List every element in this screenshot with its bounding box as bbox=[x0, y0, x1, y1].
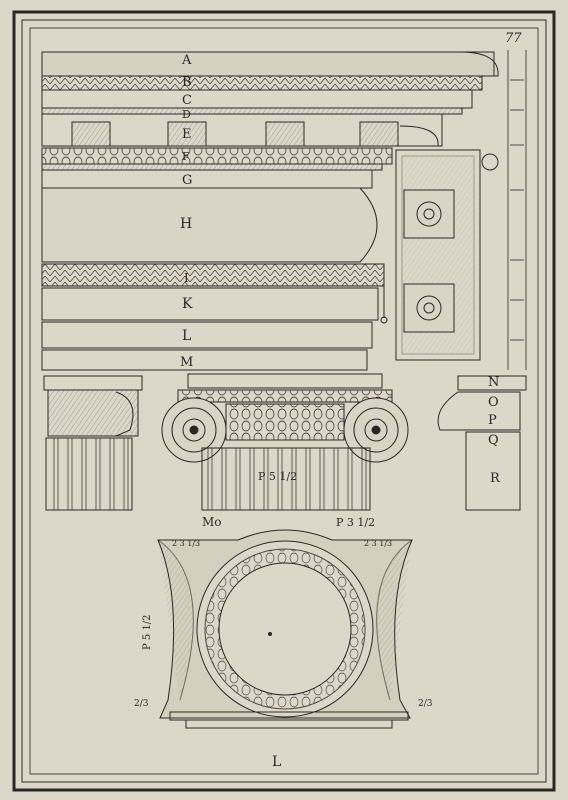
letter-p: P bbox=[488, 413, 497, 428]
letter-n: N bbox=[488, 375, 499, 390]
letter-o: O bbox=[488, 395, 499, 410]
soffit-panel bbox=[380, 149, 499, 361]
entablature-letters: A B C D E F G H I K L M bbox=[180, 53, 193, 370]
letter-i: I bbox=[184, 271, 189, 285]
letter-d: D bbox=[182, 108, 191, 121]
side-letters: N O P Q R bbox=[488, 375, 501, 486]
letter-a: A bbox=[181, 53, 192, 68]
letter-l: L bbox=[182, 328, 191, 344]
letter-b: B bbox=[182, 75, 192, 90]
plan-label-corner-left: 2 3 1/3 bbox=[172, 539, 200, 548]
plan-label-fraction-right: 2/3 bbox=[418, 699, 433, 709]
plan-labels: Mo P 3 1/2 2 3 1/3 2 3 1/3 P 5 1/2 2/3 2… bbox=[134, 515, 433, 770]
side-profile bbox=[507, 50, 527, 370]
letter-c: C bbox=[182, 93, 192, 108]
letter-e: E bbox=[182, 127, 192, 142]
plan-label-fraction-left: 2/3 bbox=[134, 699, 149, 709]
letter-f: F bbox=[182, 150, 190, 163]
letter-r: R bbox=[490, 471, 501, 486]
plate-border bbox=[12, 10, 556, 792]
letter-g: G bbox=[182, 173, 192, 188]
plan-label-side: P 5 1/2 bbox=[142, 614, 153, 650]
letter-q: Q bbox=[488, 433, 499, 448]
plan-label-corner-right: 2 3 1/3 bbox=[364, 539, 392, 548]
letter-h: H bbox=[180, 216, 192, 232]
plan-label-bottom: L bbox=[272, 754, 281, 770]
page-number: 77 bbox=[505, 31, 522, 46]
letter-m: M bbox=[180, 355, 193, 370]
capital-plan bbox=[157, 529, 413, 729]
base-profile-right bbox=[437, 375, 527, 511]
letter-k: K bbox=[182, 296, 193, 312]
entablature bbox=[41, 51, 499, 371]
ionic-capital bbox=[161, 373, 409, 511]
plan-label-top-right: P 3 1/2 bbox=[336, 516, 375, 529]
capital-fragment-left bbox=[43, 375, 143, 511]
plan-label-top-left: Mo bbox=[202, 515, 222, 529]
capital-label: P 5 1/2 bbox=[258, 470, 297, 483]
